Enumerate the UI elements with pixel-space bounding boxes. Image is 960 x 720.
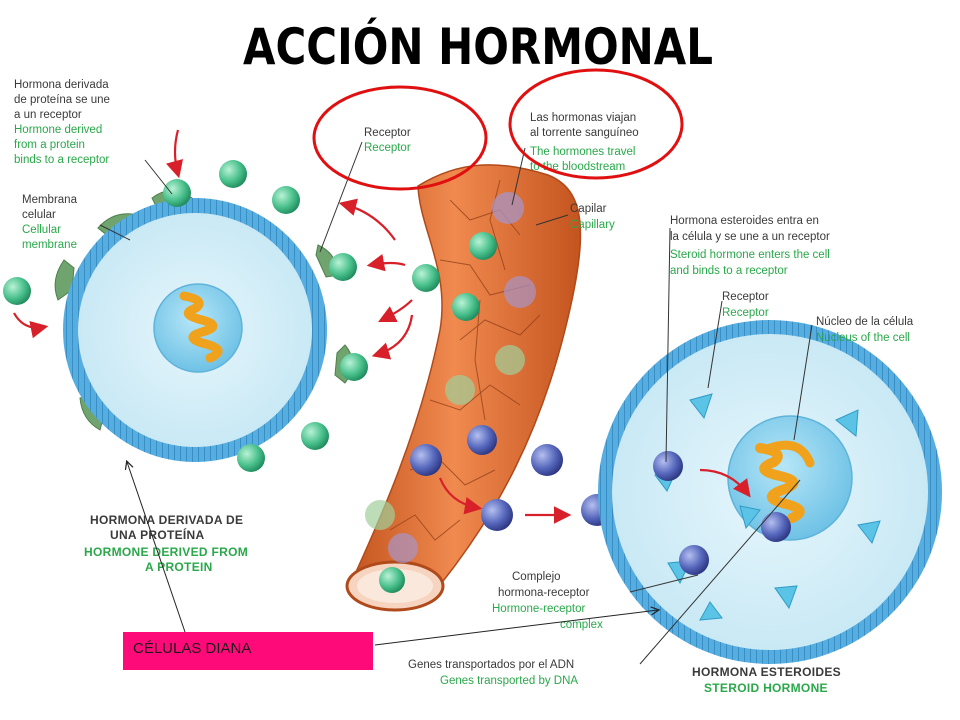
caption-line: HORMONA ESTEROIDES xyxy=(692,665,841,679)
label-line: Cellular xyxy=(22,224,61,236)
label-line: membrane xyxy=(22,239,77,251)
hormone-green xyxy=(301,422,329,450)
dna-coil-right xyxy=(755,443,805,523)
title-heading: ACCIÓN HORMONAL xyxy=(243,17,713,76)
hormone-blue xyxy=(467,425,497,455)
hormone-green-faded xyxy=(445,375,475,405)
label-line: Núcleo de la célula xyxy=(816,316,914,328)
hormone-blue xyxy=(410,444,442,476)
highlight-receptor-circle xyxy=(312,85,488,191)
hormone-green xyxy=(452,293,480,321)
protein-hormones xyxy=(3,160,368,472)
hormone-green-faded xyxy=(365,500,395,530)
label-line: binds to a receptor xyxy=(14,154,109,166)
label-line: Receptor xyxy=(722,307,769,319)
label-line: Genes transported by DNA xyxy=(440,675,578,687)
label-line: hormona-receptor xyxy=(498,587,590,599)
label-line: Hormone derived xyxy=(14,124,102,136)
label-line: from a protein xyxy=(14,139,85,151)
title-text: ACCIÓN HORMONAL xyxy=(243,17,713,76)
hormone-green xyxy=(219,160,247,188)
label-line: Receptor xyxy=(722,291,769,303)
caption-line: HORMONA DERIVADA DE xyxy=(90,513,243,527)
label-steroid-enters: Hormona esteroides entra en la célula y … xyxy=(670,215,830,277)
label-line: complex xyxy=(560,619,603,631)
caption-protein-hormone: HORMONA DERIVADA DE UNA PROTEÍNA HORMONE… xyxy=(84,513,248,574)
label-line: Hormone-receptor xyxy=(492,603,585,615)
leader-lines xyxy=(99,141,813,665)
dna-coil xyxy=(179,291,223,363)
hormone-green xyxy=(379,567,405,593)
caption-steroid-hormone: HORMONA ESTEROIDES STEROID HORMONE xyxy=(692,665,841,695)
label-line: Steroid hormone enters the cell xyxy=(670,249,830,261)
label-capillary: Capilar Capillary xyxy=(570,203,615,231)
hormone-green xyxy=(3,277,31,305)
steroid-target-cell xyxy=(598,320,942,664)
caption-line: STEROID HORMONE xyxy=(704,681,828,695)
hormone-blue xyxy=(653,451,683,481)
label-travel: Las hormonas viajan al torrente sanguíne… xyxy=(530,112,639,173)
hormone-blue xyxy=(481,499,513,531)
hormone-green xyxy=(272,186,300,214)
label-line: Las hormonas viajan xyxy=(530,112,636,124)
label-complex: Complejo hormona-receptor Hormone-recept… xyxy=(492,571,603,631)
hormone-green xyxy=(340,353,368,381)
hormone-green xyxy=(237,444,265,472)
hormone-green-faded xyxy=(495,345,525,375)
label-line: Hormona esteroides entra en xyxy=(670,215,819,227)
label-receptor-2: Receptor Receptor xyxy=(722,291,769,319)
red-arrows-left xyxy=(13,129,414,360)
label-membrane: Membrana celular Cellular membrane xyxy=(22,194,78,251)
label-line: la célula y se une a un receptor xyxy=(670,231,830,243)
hormone-blue xyxy=(531,444,563,476)
target-arrows xyxy=(127,462,658,646)
caption-line: HORMONE DERIVED FROM xyxy=(84,545,248,559)
label-line: Membrana xyxy=(22,194,78,206)
hormone-green xyxy=(469,232,497,260)
label-line: The hormones travel xyxy=(530,146,635,158)
label-line: celular xyxy=(22,209,56,221)
label-line: Genes transportados por el ADN xyxy=(408,659,574,671)
label-line: and binds to a receptor xyxy=(670,265,788,277)
hormone-purple-faded xyxy=(388,533,418,563)
label-line: Capilar xyxy=(570,203,607,215)
label-line: Capillary xyxy=(570,219,615,231)
hormone-purple-faded xyxy=(504,276,536,308)
highlight-bloodstream-circle xyxy=(508,68,684,180)
protein-target-cell xyxy=(54,190,353,462)
caption-line: UNA PROTEÍNA xyxy=(110,527,205,542)
label-line: Complejo xyxy=(512,571,561,583)
target-cells-label: CÉLULAS DIANA xyxy=(133,640,252,657)
label-line: de proteína se une xyxy=(14,94,110,106)
label-line: al torrente sanguíneo xyxy=(530,127,639,139)
red-arrow-inner xyxy=(699,468,751,498)
steroid-hormones xyxy=(481,444,613,531)
hormone-green xyxy=(163,179,191,207)
label-line: Receptor xyxy=(364,127,411,139)
label-line: Hormona derivada xyxy=(14,79,109,91)
label-genes: Genes transportados por el ADN Genes tra… xyxy=(408,659,578,687)
hormone-blue xyxy=(679,545,709,575)
target-cells-box: CÉLULAS DIANA xyxy=(123,632,373,670)
bloodstream-hormones xyxy=(365,192,536,593)
label-line: Nucleus of the cell xyxy=(816,332,910,344)
label-nucleus: Núcleo de la célula Nucleus of the cell xyxy=(816,316,914,344)
hormone-blue xyxy=(761,512,791,542)
hormone-green xyxy=(412,264,440,292)
caption-line: A PROTEIN xyxy=(145,560,213,574)
label-line: a un receptor xyxy=(14,109,82,121)
label-line: Receptor xyxy=(364,142,411,154)
label-protein-binds: Hormona derivada de proteína se une a un… xyxy=(14,79,110,166)
label-receptor: Receptor Receptor xyxy=(364,127,411,154)
hormone-green xyxy=(329,253,357,281)
hormone-purple-faded xyxy=(492,192,524,224)
